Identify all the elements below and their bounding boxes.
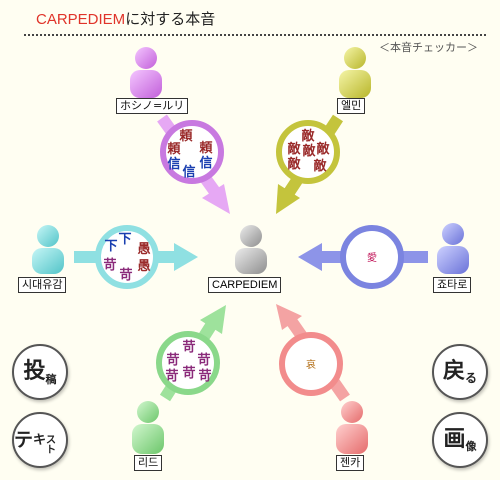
back-button[interactable]: 戻る: [432, 344, 488, 400]
bubble-char: 苛: [182, 365, 195, 381]
bubble-char: 敵: [301, 128, 315, 144]
bubble-reed: 苛 苛 苛 苛 苛 苛: [156, 331, 220, 395]
title-brand: CARPEDIEM: [36, 11, 126, 28]
bubble-hoshino: 頼 頼 信 頼 信 信: [160, 120, 224, 184]
title-suffix: に対する本音: [125, 10, 216, 28]
image-button[interactable]: 画像: [432, 412, 488, 468]
person-hoshino[interactable]: [130, 47, 162, 98]
honne-checker-link[interactable]: ＜本音チェッカー＞: [379, 41, 478, 54]
bubble-char: 敵: [287, 156, 301, 172]
text-button-small: スト: [46, 435, 57, 456]
back-button-small: る: [465, 371, 478, 385]
bubble-char: 苛: [165, 368, 178, 384]
bubble-char: 愚: [137, 242, 150, 257]
post-button-small: 稿: [45, 372, 57, 386]
bubble-char: 頼: [198, 140, 213, 156]
person-jotaro[interactable]: [437, 223, 469, 274]
text-button-big: テ: [14, 428, 34, 451]
text-button[interactable]: テキスト: [12, 412, 68, 468]
bubble-char: 頼: [178, 128, 193, 144]
person-jenka[interactable]: [336, 401, 368, 454]
bubble-char: 信: [167, 156, 180, 172]
name-label-jenka[interactable]: 젠카: [336, 455, 365, 471]
bubble-char: 敵: [316, 141, 330, 157]
bubble-char: 下: [118, 232, 131, 247]
name-label-elmin[interactable]: 엘민: [337, 98, 366, 114]
bubble-char: 哀: [306, 358, 316, 371]
header-divider: [24, 34, 486, 36]
bubble-char: 愛: [367, 251, 377, 264]
bubble-char: 苛: [103, 257, 116, 273]
bubble-sidae: 下 下 愚 苛 苛 愚: [95, 225, 159, 289]
post-button-big: 投: [23, 359, 46, 384]
bubble-char: 苛: [119, 267, 132, 283]
bubble-char: 苛: [197, 352, 210, 368]
person-sidae[interactable]: [32, 225, 64, 274]
page-title: CARPEDIEMに対する本音: [36, 8, 215, 29]
bubble-char: 敵: [313, 158, 327, 174]
person-elmin[interactable]: [339, 47, 371, 98]
bubble-char: 信: [182, 164, 195, 180]
bubble-char: 愚: [137, 259, 150, 274]
bubble-char: 苛: [166, 352, 179, 368]
text-button-mid: キ: [33, 432, 47, 448]
bubble-char: 苛: [182, 339, 195, 355]
name-label-sidae[interactable]: 시대유감: [18, 277, 67, 293]
bubble-elmin: 敵 敵 敵 敵 敵 敵: [276, 120, 340, 184]
bubble-jotaro: 愛: [340, 225, 404, 289]
bubble-char: 敵: [302, 143, 316, 159]
name-label-hoshino[interactable]: ホシノ=ルリ: [116, 98, 189, 114]
back-button-big: 戻: [442, 359, 465, 384]
bubble-char: 下: [104, 239, 117, 254]
bubble-char: 信: [199, 155, 212, 171]
image-button-small: 像: [465, 439, 477, 453]
name-label-reed[interactable]: 리드: [134, 455, 163, 471]
bubble-jenka: 哀: [279, 332, 343, 396]
post-button[interactable]: 投稿: [12, 344, 68, 400]
bubble-char: 敵: [287, 141, 301, 157]
center-name-label: CARPEDIEM: [208, 277, 282, 293]
bubble-char: 苛: [198, 368, 211, 384]
name-label-jotaro[interactable]: 죠타로: [433, 277, 472, 293]
bubble-char: 頼: [166, 141, 181, 157]
person-center: [235, 225, 267, 274]
person-reed[interactable]: [132, 401, 164, 454]
image-button-big: 画: [443, 427, 466, 452]
